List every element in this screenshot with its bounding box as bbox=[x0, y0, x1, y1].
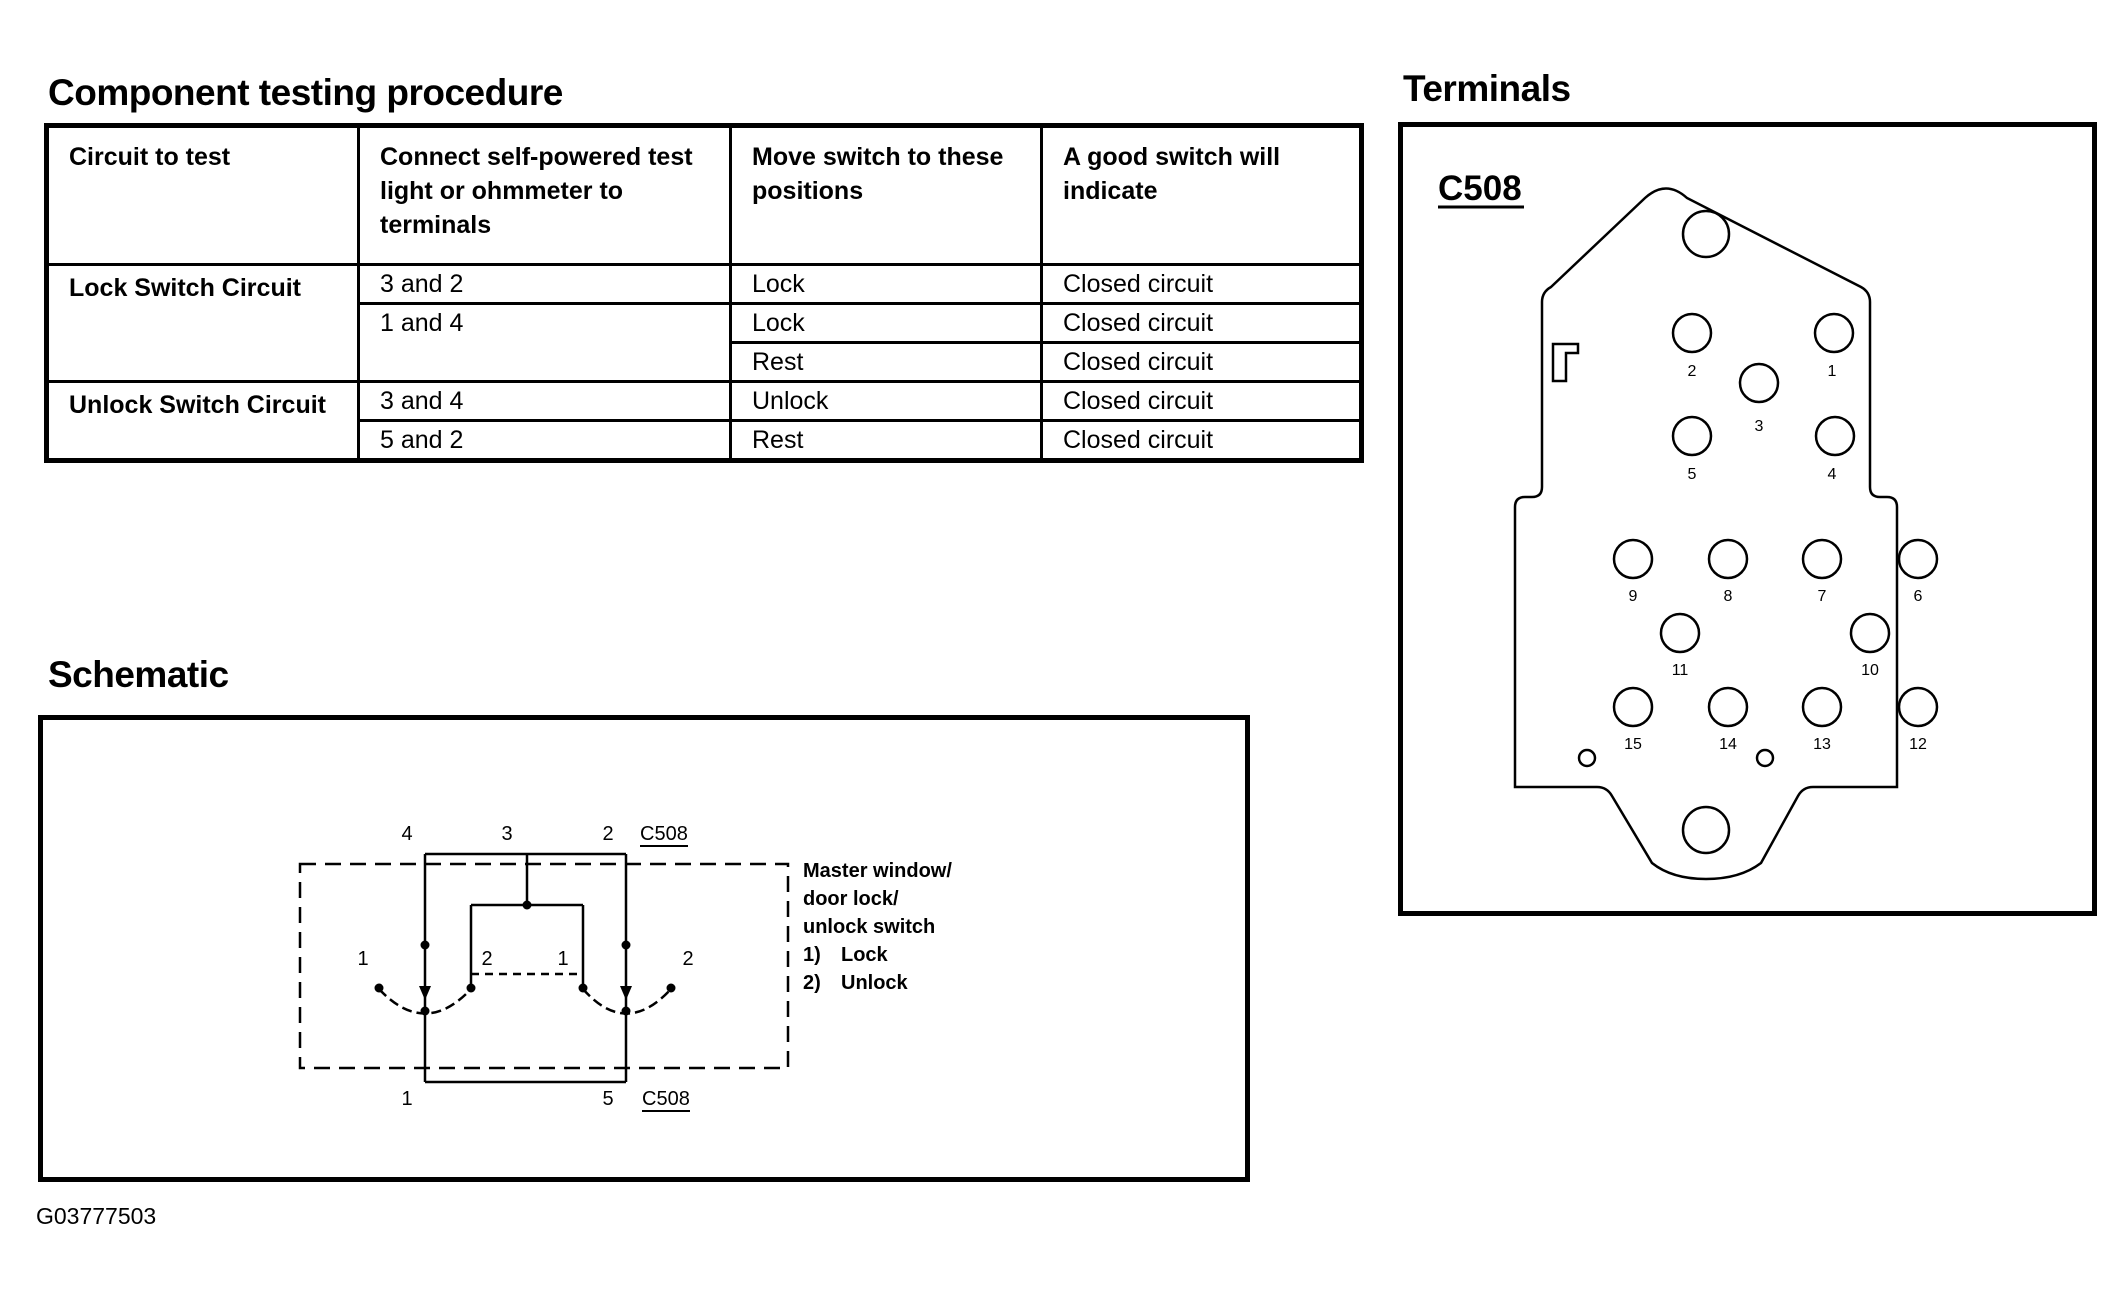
position-cell: Lock bbox=[729, 263, 1043, 305]
terminals-cell: 3 and 4 bbox=[357, 380, 732, 422]
terminals-cell: 5 and 2 bbox=[357, 419, 732, 462]
connector-outline bbox=[1513, 187, 1899, 881]
pin-label-1: 1 bbox=[401, 1088, 412, 1110]
legend-label-lock: Lock bbox=[841, 944, 889, 966]
header-circuit: Circuit to test bbox=[45, 124, 360, 266]
schematic-title: Schematic bbox=[48, 654, 229, 695]
component-name-line-2: door lock/ bbox=[803, 888, 899, 910]
circuit-cell: Lock Switch Circuit bbox=[45, 263, 360, 383]
terminals-title: Terminals bbox=[1403, 68, 1571, 109]
mounting-hole-bottom bbox=[1681, 805, 1731, 855]
mounting-hole-top bbox=[1681, 209, 1731, 259]
position-cell: Lock bbox=[729, 302, 1043, 344]
terminals-cell: 1 and 4 bbox=[357, 302, 732, 383]
header-terminals: Connect self-powered test light or ohmme… bbox=[357, 124, 732, 266]
terminal-label-7: 7 bbox=[1818, 588, 1827, 605]
left-switch-position-2: 2 bbox=[481, 948, 492, 970]
table-row: Lock Switch Circuit 3 and 2 Lock Closed … bbox=[45, 263, 1363, 383]
legend-number-2: 2) bbox=[803, 972, 821, 994]
switch-dashed-outline bbox=[298, 862, 790, 1070]
header-positions: Move switch to these positions bbox=[729, 124, 1043, 266]
terminal-label-13: 13 bbox=[1813, 736, 1831, 753]
component-testing-table: Circuit to test Connect self-powered tes… bbox=[44, 123, 1364, 463]
terminal-label-14: 14 bbox=[1719, 736, 1737, 753]
pin-label-5: 5 bbox=[602, 1088, 613, 1110]
indication-cell: Closed circuit bbox=[1040, 341, 1363, 383]
terminal-label-5: 5 bbox=[1688, 466, 1697, 483]
connector-label-bottom: C508 bbox=[642, 1088, 690, 1110]
table-row: 1 and 4 Lock Closed circuit bbox=[47, 302, 1363, 383]
connector-label-top: C508 bbox=[640, 823, 688, 845]
indication-cell: Closed circuit bbox=[1040, 419, 1363, 462]
terminals-cell: 3 and 2 bbox=[357, 263, 732, 305]
pin-label-2: 2 bbox=[602, 823, 613, 845]
pin-label-4: 4 bbox=[401, 823, 412, 845]
terminal-label-11: 11 bbox=[1672, 662, 1689, 679]
connector-id-label: C508 bbox=[1438, 169, 1522, 208]
key-mark-icon bbox=[1551, 342, 1580, 383]
table-row: Rest Closed circuit bbox=[47, 341, 1363, 383]
terminal-label-3: 3 bbox=[1755, 418, 1764, 435]
terminal-label-2: 2 bbox=[1688, 363, 1697, 380]
schematic-wiring bbox=[378, 852, 672, 1084]
right-switch-position-1: 1 bbox=[557, 948, 568, 970]
component-name-line-3: unlock switch bbox=[803, 916, 935, 938]
schematic-panel: 4 3 2 1 5 1 2 1 2 C508 C508 Master windo… bbox=[38, 715, 1250, 1182]
figure-id: G03777503 bbox=[36, 1203, 157, 1229]
indication-cell: Closed circuit bbox=[1040, 380, 1363, 422]
table-title: Component testing procedure bbox=[48, 72, 563, 113]
pin-label-3: 3 bbox=[501, 823, 512, 845]
indication-cell: Closed circuit bbox=[1040, 263, 1363, 305]
header-indication: A good switch will indicate bbox=[1040, 124, 1363, 266]
component-name-line-1: Master window/ bbox=[803, 860, 952, 882]
terminal-label-1: 1 bbox=[1828, 363, 1837, 380]
terminals-panel: C508 1 2 bbox=[1398, 122, 2097, 916]
table-row: Unlock Switch Circuit 3 and 4 Unlock Clo… bbox=[45, 380, 1363, 462]
table-header-row: Circuit to test Connect self-powered tes… bbox=[45, 124, 1363, 266]
terminal-label-8: 8 bbox=[1724, 588, 1733, 605]
connector-face-diagram: C508 1 2 bbox=[1438, 169, 1939, 881]
terminal-label-12: 12 bbox=[1909, 736, 1927, 753]
terminal-pins bbox=[1612, 312, 1939, 728]
schematic-diagram: 4 3 2 1 5 1 2 1 2 C508 C508 Master windo… bbox=[298, 823, 952, 1112]
position-cell: Rest bbox=[729, 341, 1043, 383]
right-switch-position-2: 2 bbox=[682, 948, 693, 970]
indication-cell: Closed circuit bbox=[1040, 302, 1363, 344]
circuit-cell: Unlock Switch Circuit bbox=[45, 380, 360, 462]
terminal-label-6: 6 bbox=[1914, 588, 1923, 605]
schematic-nodes bbox=[374, 900, 676, 1016]
terminal-label-9: 9 bbox=[1629, 588, 1638, 605]
small-hole-right bbox=[1755, 748, 1775, 768]
left-switch-position-1: 1 bbox=[357, 948, 368, 970]
terminal-label-4: 4 bbox=[1828, 466, 1837, 483]
small-hole-left bbox=[1577, 748, 1597, 768]
position-cell: Unlock bbox=[729, 380, 1043, 422]
terminal-label-15: 15 bbox=[1624, 736, 1642, 753]
position-cell: Rest bbox=[729, 419, 1043, 462]
terminal-label-10: 10 bbox=[1861, 662, 1879, 679]
legend-label-unlock: Unlock bbox=[841, 972, 909, 994]
legend-number-1: 1) bbox=[803, 944, 821, 966]
table-row: 5 and 2 Rest Closed circuit bbox=[47, 419, 1363, 462]
